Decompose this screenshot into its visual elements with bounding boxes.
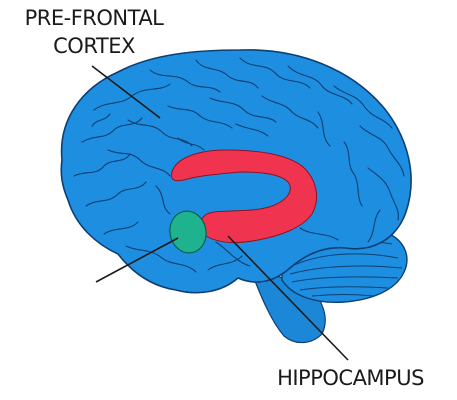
prefrontal-cortex-label-line1: PRE-FRONTAL: [6, 6, 182, 30]
hippocampus-label: HIPPOCAMPUS: [248, 366, 453, 390]
prefrontal-cortex-label-line2: CORTEX: [6, 34, 182, 58]
